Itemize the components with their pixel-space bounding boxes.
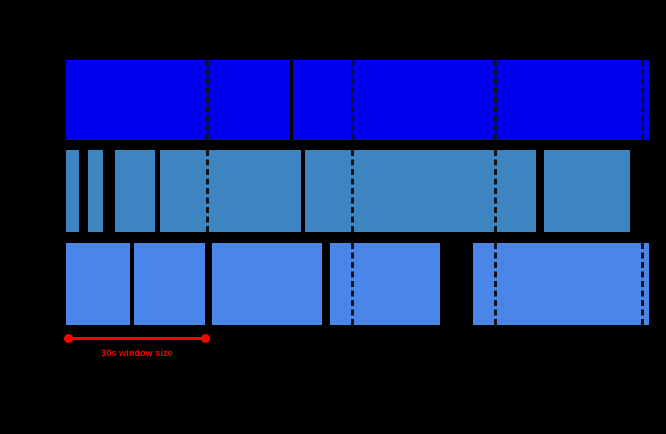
timeline-segment (115, 150, 155, 232)
timeline-segment (293, 60, 649, 140)
timeline-segment (66, 60, 290, 140)
bracket-end-dot (201, 334, 210, 343)
window-boundary-line (641, 243, 644, 325)
timeline-segment (544, 150, 630, 232)
window-boundary-line (494, 60, 497, 140)
window-boundary-line (494, 243, 497, 325)
window-boundary-line (494, 150, 497, 232)
window-boundary-line (206, 150, 209, 232)
window-size-label: 30s window size (101, 348, 173, 358)
timeline-segment (473, 243, 649, 325)
timeline-track-1 (0, 60, 666, 140)
timeline-segment (330, 243, 440, 325)
bracket-start-dot (64, 334, 73, 343)
window-boundary-line (351, 60, 354, 140)
timeline-segment (134, 243, 205, 325)
timeline-segment (66, 243, 130, 325)
window-boundary-line (351, 243, 354, 325)
timeline-track-3 (0, 243, 666, 325)
timeline-segment (160, 150, 301, 232)
bracket-line (68, 337, 206, 340)
timeline-segment (88, 150, 103, 232)
window-boundary-line (206, 60, 209, 140)
window-boundary-line (641, 60, 644, 140)
timeline-segment (305, 150, 536, 232)
window-boundary-line (351, 150, 354, 232)
timeline-segment (66, 150, 79, 232)
timeline-track-2 (0, 150, 666, 232)
timeline-segment (212, 243, 322, 325)
